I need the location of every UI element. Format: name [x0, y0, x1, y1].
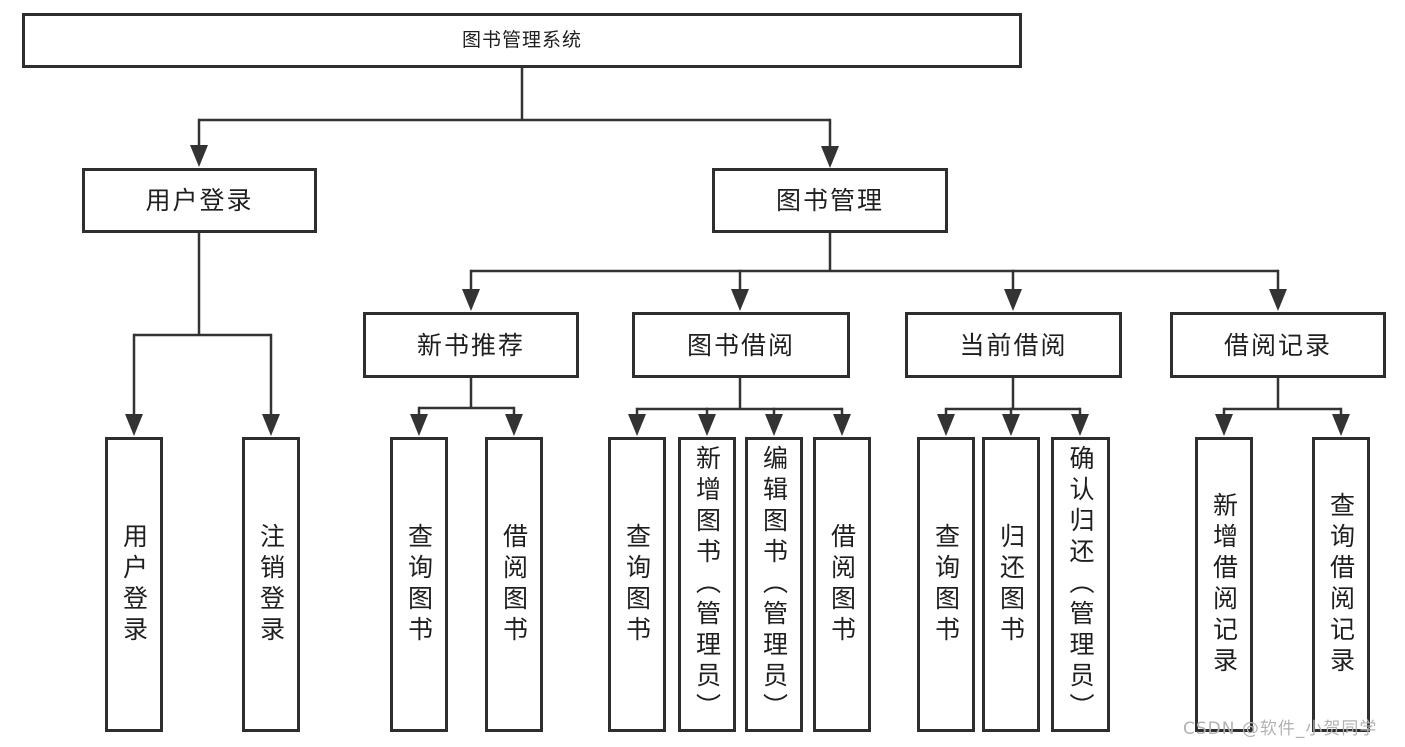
node-borrow-records: 借阅记录 [1170, 312, 1386, 378]
leaf-user-login: 用户登录 [105, 437, 163, 732]
leaf-query-books-current: 查询图书 [917, 437, 975, 732]
node-new-book-recommend: 新书推荐 [363, 312, 579, 378]
leaf-borrow-books: 借阅图书 [813, 437, 871, 732]
leaf-confirm-return-admin: 确认归还（管理员） [1051, 437, 1110, 732]
leaf-return-books: 归还图书 [982, 437, 1040, 732]
arrowhead-icons [125, 145, 1350, 436]
leaf-query-books-recommend: 查询图书 [390, 437, 448, 732]
node-root-system: 图书管理系统 [22, 13, 1022, 68]
node-book-borrow: 图书借阅 [632, 312, 850, 378]
csdn-watermark: CSDN @软件_小贺同学 [1183, 719, 1378, 739]
leaf-borrow-books-recommend: 借阅图书 [485, 437, 543, 732]
leaf-query-books-borrow: 查询图书 [608, 437, 666, 732]
node-current-borrow: 当前借阅 [905, 312, 1122, 378]
leaf-edit-books-admin: 编辑图书（管理员） [745, 437, 803, 732]
leaf-query-borrow-record: 查询借阅记录 [1312, 437, 1370, 732]
node-book-management: 图书管理 [712, 168, 948, 233]
leaf-logout-login: 注销登录 [242, 437, 300, 732]
leaf-add-borrow-record: 新增借阅记录 [1195, 437, 1253, 732]
leaf-add-books-admin: 新增图书（管理员） [678, 437, 736, 732]
node-user-login: 用户登录 [82, 168, 317, 233]
